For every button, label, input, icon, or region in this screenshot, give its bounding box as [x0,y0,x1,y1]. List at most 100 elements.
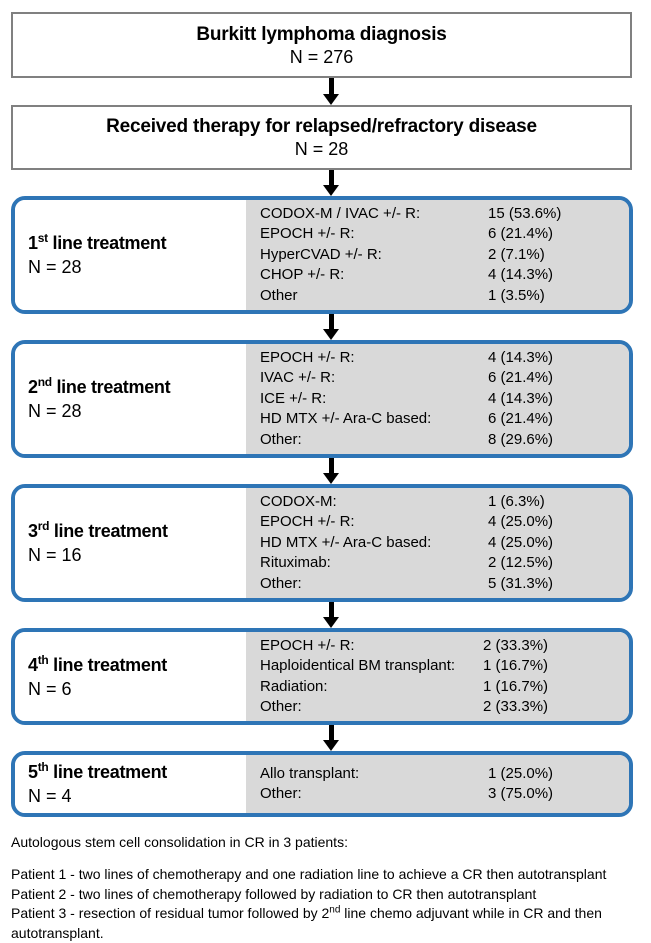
line1-left-column: 1st line treatment N = 28 [15,200,246,310]
regimen-value: 4 (14.3%) [488,389,554,407]
line5-right-panel: Allo transplant: 1 (25.0%) Other: 3 (75.0%… [246,755,629,813]
regimen-row: Other: 5 (31.3%) [260,574,629,595]
regimen-row: Other 1 (3.5%) [260,286,629,307]
regimen-row: IVAC +/- R: 6 (21.4%) [260,368,629,389]
footnotes: Autologous stem cell consolidation in CR… [11,833,643,943]
footnote-patient-2: Patient 2 - two lines of chemotherapy fo… [11,885,537,902]
relapsed-title: Received therapy for relapsed/refractory… [106,116,537,137]
line3-label: 3rd line treatment [28,519,168,541]
footnote-patient-3: Patient 3 - resection of residual tumor … [11,904,602,941]
regimen-value: 2 (7.1%) [488,245,545,263]
line2-label: 2nd line treatment [28,375,171,397]
regimen-value: 1 (16.7%) [483,677,549,695]
arrow-line1-to-line2 [323,314,339,340]
line4-count: N = 6 [28,678,72,699]
regimen-name: Allo transplant: [260,764,360,782]
line1-label: 1st line treatment [28,231,167,253]
regimen-row: HyperCVAD +/- R: 2 (7.1%) [260,245,629,266]
line5-count: N = 4 [28,786,72,806]
regimen-row: CODOX-M: 1 (6.3%) [260,492,629,513]
regimen-row: Other: 2 (33.3%) [260,697,629,718]
regimen-value: 4 (25.0%) [488,513,554,531]
regimen-value: 6 (21.4%) [488,369,554,387]
regimen-name: Other [260,286,298,304]
regimen-value: 1 (6.3%) [488,492,545,510]
regimen-value: 2 (33.3%) [483,636,549,654]
relapsed-count: N = 28 [294,139,349,159]
regimen-value: 1 (3.5%) [488,286,545,304]
regimen-value: 15 (53.6%) [488,204,562,222]
regimen-row: Haploidentical BM transplant: 1 (16.7%) [260,656,629,677]
line5-label: 5th line treatment [28,760,167,782]
regimen-name: Rituximab: [260,554,331,572]
box-2nd-line-treatment: 2nd line treatment N = 28 EPOCH +/- R:4 … [11,340,633,458]
regimen-value: 5 (31.3%) [488,574,554,592]
regimen-name: HyperCVAD +/- R: [260,245,382,263]
footnote-heading: Autologous stem cell consolidation in CR… [11,834,348,850]
regimen-value: 3 (75.0%) [488,785,554,802]
regimen-name: EPOCH +/- R: [260,225,355,243]
regimen-row: EPOCH +/- R:4 (14.3%) [260,348,629,369]
regimen-name: HD MTX +/- Ara-C based: [260,533,432,551]
arrow-diagnosis-to-relapsed [323,78,339,105]
line2-right-panel: EPOCH +/- R:4 (14.3%) IVAC +/- R:6 (21.4… [246,344,629,454]
line4-label: 4th line treatment [28,652,167,675]
box-4th-line-treatment: 4th line treatment N = 6 EPOCH +/- R:2 (… [11,628,633,725]
regimen-row: HD MTX +/- Ara-C based:4 (25.0%) [260,533,629,554]
arrow-line3-to-line4 [323,602,339,628]
regimen-name: ICE +/- R: [260,389,327,407]
line5-left-column: 5th line treatment N = 4 [15,755,246,813]
box-5th-line-treatment: 5th line treatment N = 4 Allo transplant… [11,751,633,817]
box-received-therapy: Received therapy for relapsed/refractory… [11,105,632,170]
regimen-row: Radiation: 1 (16.7%) [260,677,629,698]
regimen-name: Other: [260,698,302,715]
regimen-row: HD MTX +/- Ara-C based: 6 (21.4%) [260,409,629,430]
regimen-name: HD MTX +/- Ara-C based: [260,410,432,428]
regimen-name: CODOX-M / IVAC +/- R: [260,204,421,222]
regimen-row: CHOP +/- R: 4 (14.3%) [260,265,629,286]
line4-left-column: 4th line treatment N = 6 [15,632,246,721]
arrow-relapsed-to-line1 [323,170,339,196]
regimen-value: 1 (25.0%) [488,764,554,782]
regimen-value: 1 (16.7%) [483,657,549,674]
regimen-name: Other: [260,574,302,592]
regimen-name: Other: [260,430,302,448]
regimen-row: ICE +/- R: 4 (14.3%) [260,389,629,410]
regimen-value: 8 (29.6%) [488,430,554,448]
regimen-row: CODOX-M / IVAC +/- R: 15 (53.6%) [260,204,629,225]
regimen-value: 2 (33.3%) [483,698,549,715]
line1-count: N = 28 [28,257,82,277]
line2-left-column: 2nd line treatment N = 28 [15,344,246,454]
diagnosis-count: N = 276 [289,46,354,67]
regimen-name: Other: [260,785,302,802]
line4-right-panel: EPOCH +/- R:2 (33.3%) Haploidentical BM … [246,632,629,721]
regimen-row: EPOCH +/- R: 4 (25.0%) [260,512,629,533]
regimen-row: Other: 8 (29.6%) [260,430,629,451]
line3-count: N = 16 [28,545,82,565]
regimen-row: Rituximab: 2 (12.5%) [260,553,629,574]
arrow-line4-to-line5 [323,725,339,751]
regimen-name: CHOP +/- R: [260,266,345,284]
regimen-name: EPOCH +/- R: [260,348,355,366]
regimen-value: 2 (12.5%) [488,554,554,572]
diagnosis-title: Burkitt lymphoma diagnosis [196,23,447,45]
regimen-value: 6 (21.4%) [488,225,554,243]
regimen-name: Radiation: [260,677,328,695]
regimen-row: Other: 3 (75.0%) [260,784,629,805]
regimen-name: IVAC +/- R: [260,369,336,387]
regimen-name: CODOX-M: [260,492,337,510]
regimen-value: 4 (14.3%) [488,266,554,284]
box-burkitt-lymphoma-diagnosis: Burkitt lymphoma diagnosis N = 276 [11,12,632,78]
line1-right-panel: CODOX-M / IVAC +/- R: 15 (53.6%) EPOCH +/… [246,200,629,310]
regimen-name: Haploidentical BM transplant: [260,657,456,674]
line3-right-panel: CODOX-M: 1 (6.3%) EPOCH +/- R: 4 (25.0%) H… [246,488,629,598]
regimen-name: EPOCH +/- R: [260,513,355,531]
line2-count: N = 28 [28,401,82,421]
regimen-value: 6 (21.4%) [488,410,554,428]
box-1st-line-treatment: 1st line treatment N = 28 CODOX-M / IVAC… [11,196,633,314]
line3-left-column: 3rd line treatment N = 16 [15,488,246,598]
arrow-line2-to-line3 [323,458,339,484]
regimen-row: Allo transplant: 1 (25.0%) [260,764,629,785]
footnote-patient-1: Patient 1 - two lines of chemotherapy an… [11,866,607,882]
